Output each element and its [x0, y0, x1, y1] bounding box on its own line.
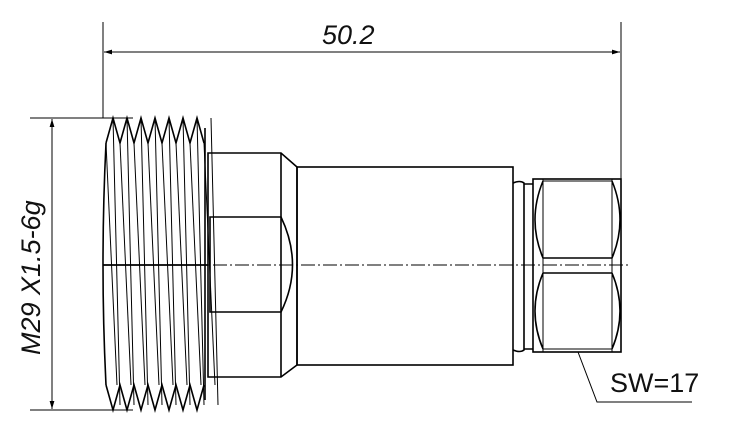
wrench-size-label: SW=17	[610, 368, 699, 398]
length-dimension: 50.2	[102, 20, 622, 179]
cylinder-body	[296, 166, 533, 366]
hex-nut	[532, 178, 622, 353]
thread-dimension-label: M29 X1.5-6g	[16, 200, 46, 355]
threaded-section	[102, 115, 219, 413]
thread-dimension: M29 X1.5-6g	[16, 117, 133, 411]
wrench-size-leader: SW=17	[577, 351, 699, 403]
length-dimension-label: 50.2	[322, 20, 375, 50]
